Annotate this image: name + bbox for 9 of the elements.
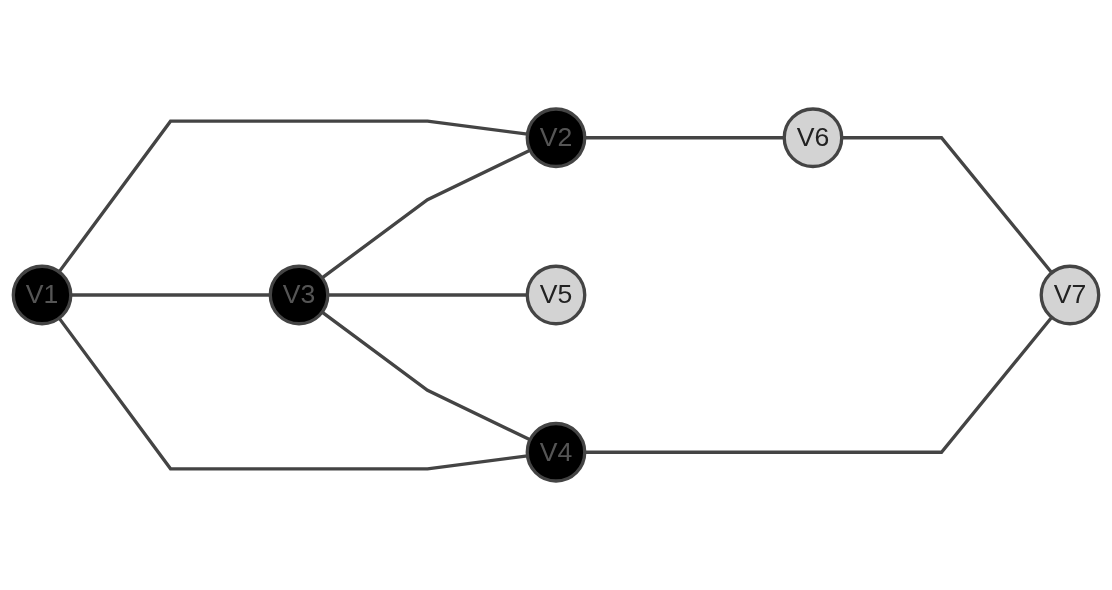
connector bbox=[321, 310, 531, 442]
node-circle: V3 bbox=[268, 264, 330, 326]
node-circle: V1 bbox=[11, 264, 73, 326]
node-circle: V5 bbox=[525, 264, 587, 326]
node-circle: V6 bbox=[782, 107, 844, 169]
node-circle: V2 bbox=[525, 107, 587, 169]
node-circle: V4 bbox=[525, 421, 587, 483]
node-circle: V7 bbox=[1039, 264, 1101, 326]
connector bbox=[321, 148, 531, 280]
